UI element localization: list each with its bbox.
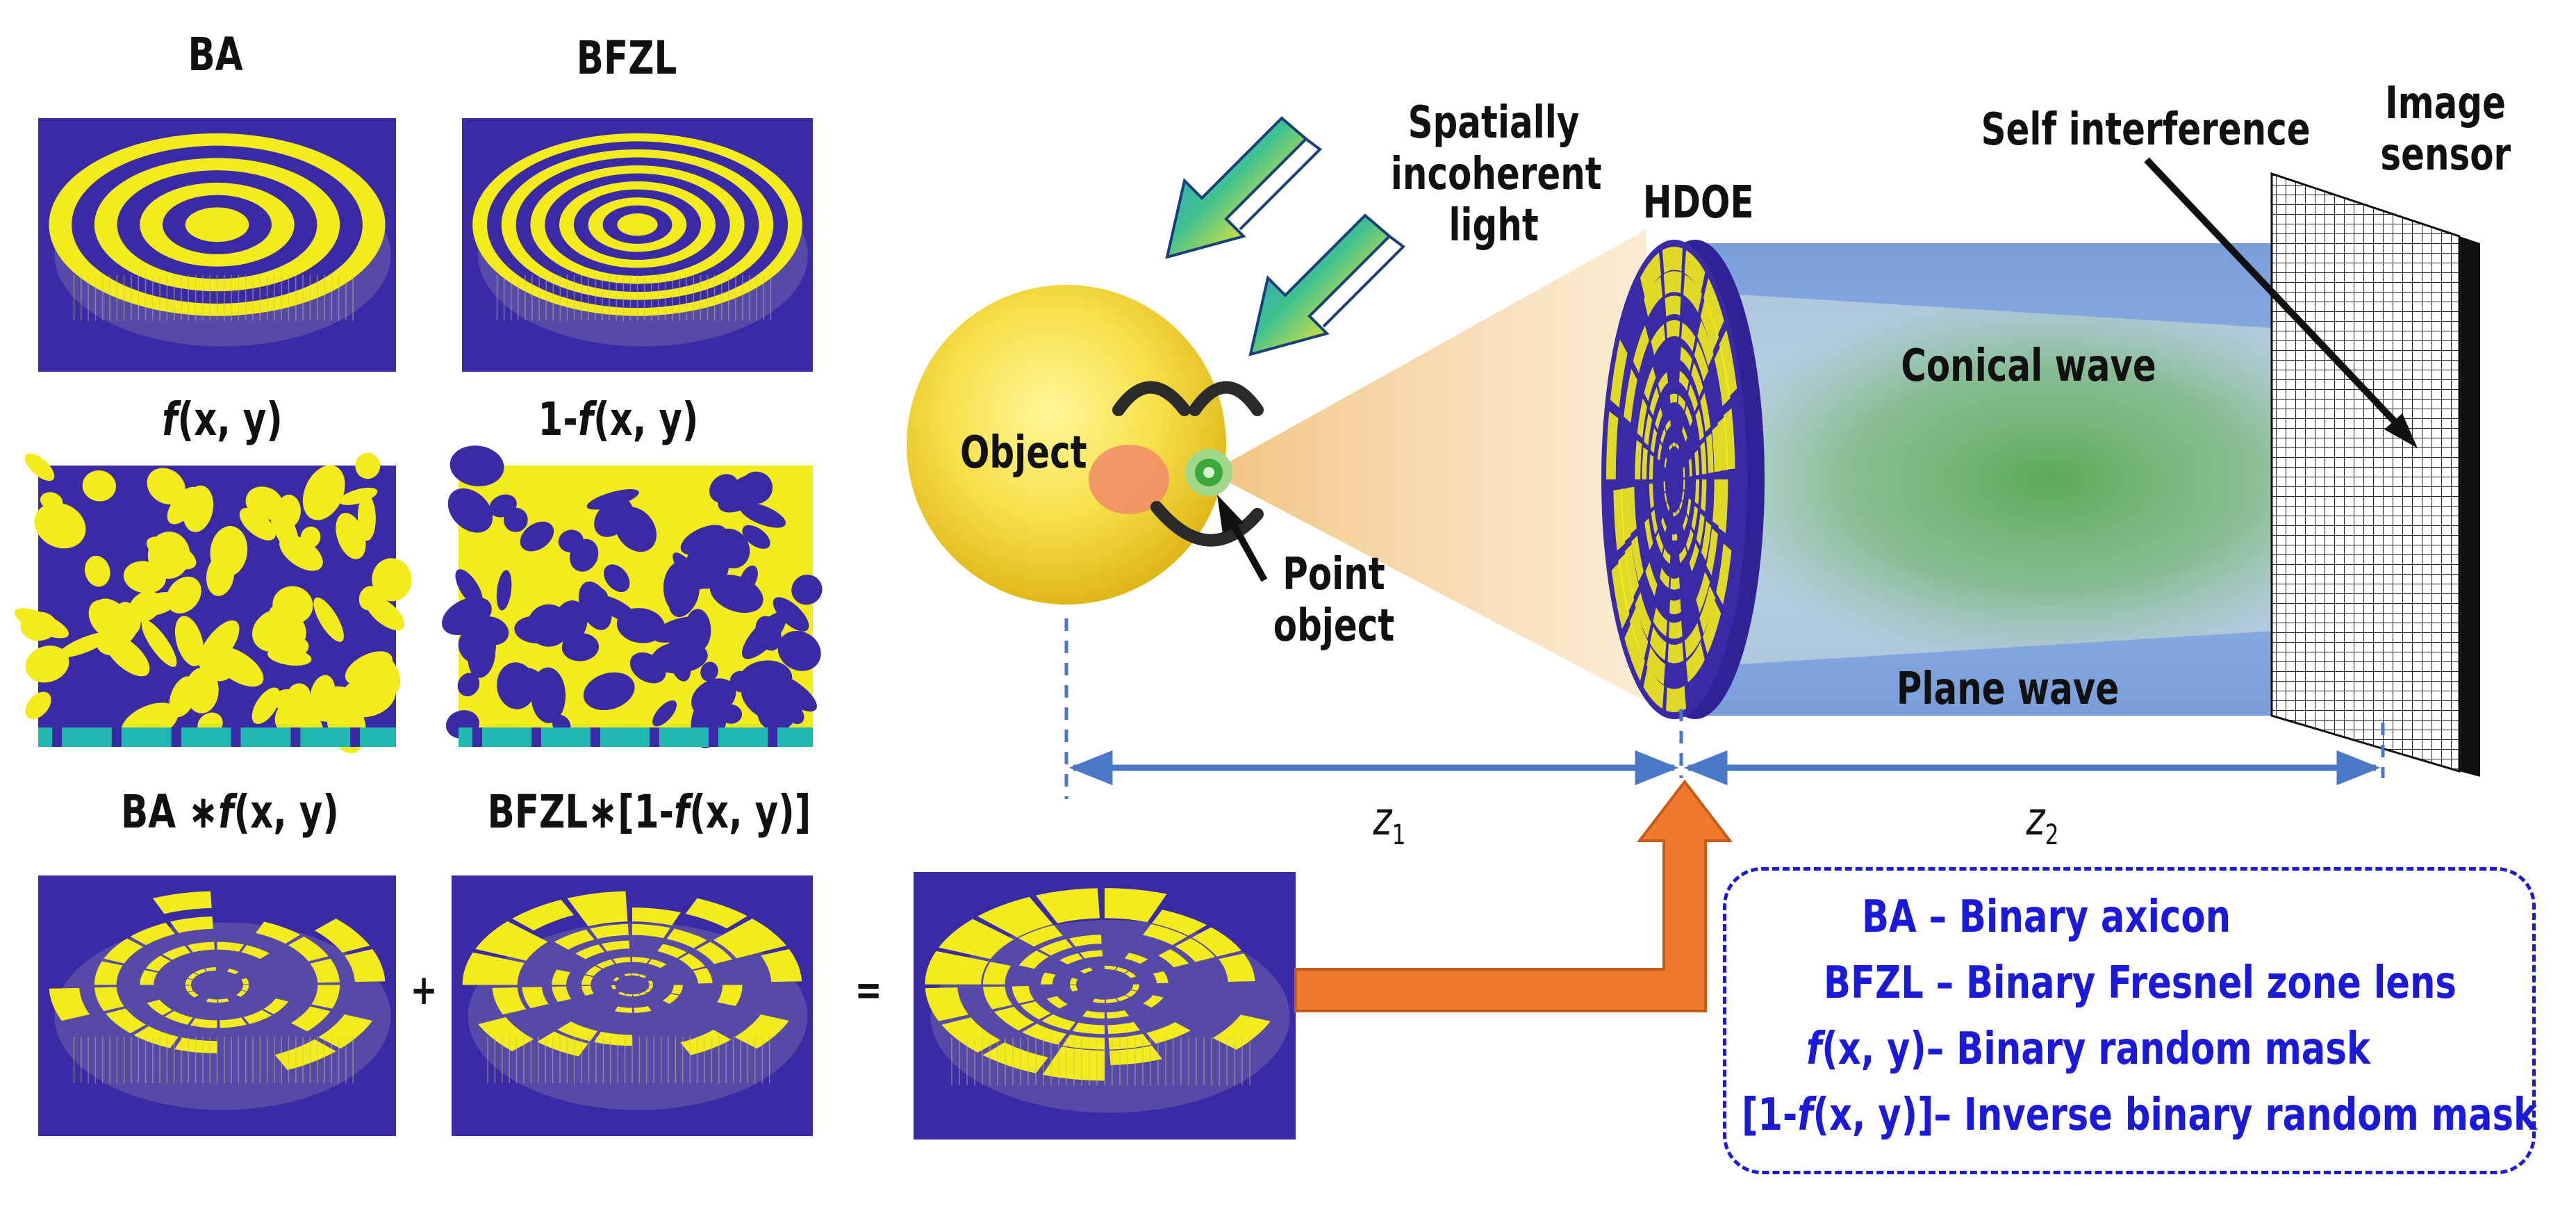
image-sensor	[2272, 174, 2480, 777]
legend-item-inverse: [1-f(x, y)]– Inverse binary random mask	[1742, 1089, 2537, 1141]
panel-bfzl-inverse	[452, 875, 813, 1136]
z1-label: z1	[1368, 792, 1411, 851]
hdoe-label: HDOE	[1643, 177, 1740, 229]
panel-title-ba-f: BA ∗f(x, y)	[121, 785, 338, 839]
light-arrow-1	[1167, 118, 1320, 257]
panel-bfzl	[462, 118, 813, 372]
hdoe-disc	[1601, 240, 1765, 719]
panel-title-ba: BA	[183, 28, 248, 81]
panel-title-f: f(x, y)	[157, 393, 287, 446]
legend-box: BA – Binary axicon BFZL – Binary Fresnel…	[1723, 867, 2536, 1174]
panel-title-one-minus-f: 1-f(x, y)	[537, 393, 700, 446]
legend-item-bfzl: BFZL – Binary Fresnel zone lens	[1824, 957, 2457, 1009]
equals-sign: =	[855, 966, 882, 1014]
mask-to-hdoe-arrow	[1296, 782, 1730, 1011]
self-interference-label: Self interference	[1981, 104, 2285, 156]
panel-ba-f	[38, 875, 396, 1136]
panel-ba	[38, 118, 396, 372]
object-label: Object	[960, 427, 1068, 479]
panel-f	[10, 449, 413, 758]
plane-wave-label: Plane wave	[1883, 664, 2133, 715]
plus-sign: +	[411, 966, 438, 1014]
panel-title-bfzl-inverse: BFZL∗[1-f(x, y)]	[488, 785, 791, 839]
panel-one-minus-f	[436, 443, 828, 752]
panel-title-bfzl: BFZL	[577, 31, 674, 85]
light-arrow-2	[1250, 215, 1403, 354]
legend-item-f: f(x, y)– Binary random mask	[1806, 1023, 2370, 1075]
panel-combined	[914, 872, 1296, 1140]
legend-item-ba: BA – Binary axicon	[1862, 891, 2231, 943]
z2-label: z2	[2021, 792, 2064, 851]
conical-wave-label: Conical wave	[1888, 340, 2170, 392]
